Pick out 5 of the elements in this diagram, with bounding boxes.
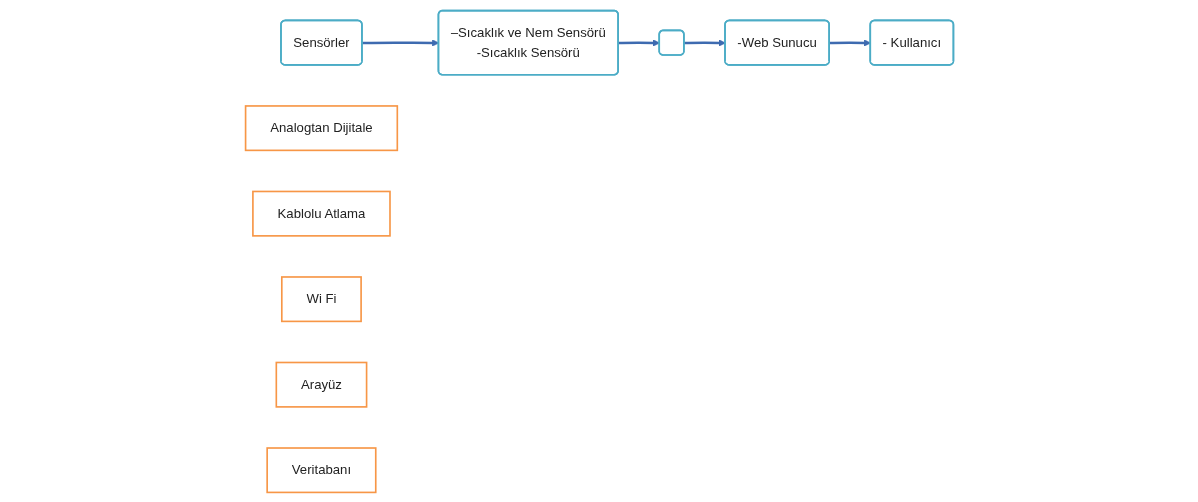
node-box: Wi Fi: [280, 275, 362, 322]
node-box: Analogtan Dijitale: [244, 104, 398, 151]
node-box: Kablolu Atlama: [251, 190, 391, 237]
node-box: Veritabanı: [265, 446, 377, 493]
node-box: Arayüz: [275, 361, 367, 408]
